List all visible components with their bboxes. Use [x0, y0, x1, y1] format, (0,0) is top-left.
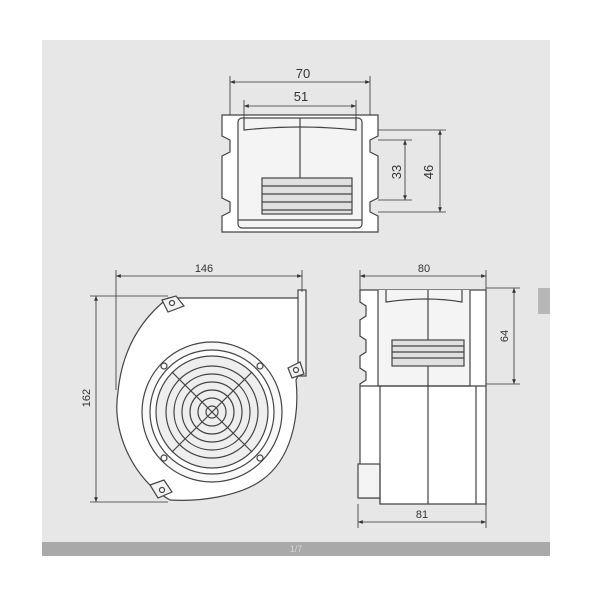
front-view	[357, 289, 487, 505]
dim-top-outer-height: 46	[421, 165, 436, 179]
dim-top-outer-width: 70	[296, 66, 310, 81]
image-counter-bar: 1/7	[42, 542, 550, 556]
dim-front-height: 64	[499, 330, 511, 342]
dim-top-inner-width: 51	[294, 89, 308, 104]
page-indicator: 1/7	[289, 544, 303, 554]
next-image-tab[interactable]	[538, 288, 550, 314]
front-view-dimensions	[357, 270, 520, 528]
side-view-dimensions	[90, 270, 303, 503]
dim-top-inner-height: 33	[389, 165, 404, 179]
side-view	[116, 289, 307, 501]
dim-side-height: 162	[81, 389, 93, 407]
top-view-dimensions	[229, 76, 446, 213]
top-view	[221, 114, 379, 233]
dim-front-top-width: 80	[418, 263, 430, 275]
dim-front-bottom-width: 81	[416, 509, 428, 521]
dim-side-width: 146	[195, 263, 213, 275]
